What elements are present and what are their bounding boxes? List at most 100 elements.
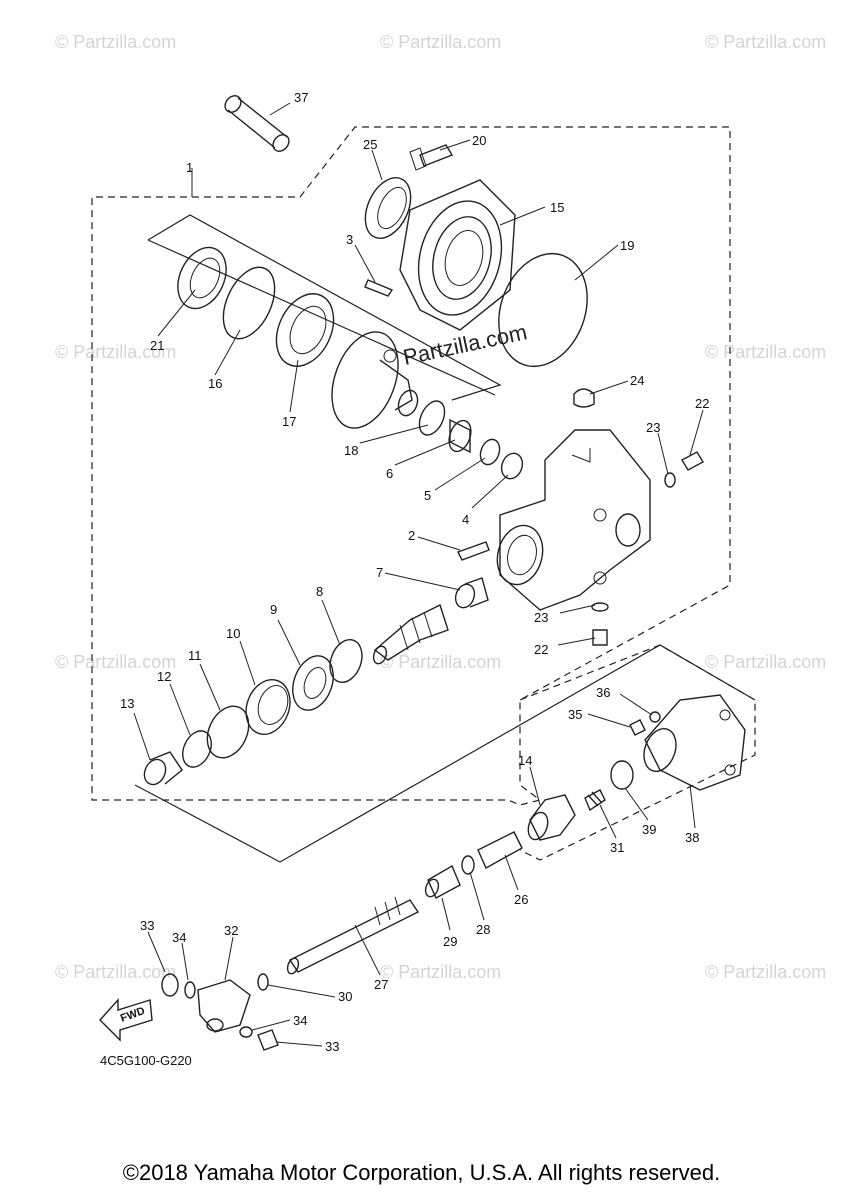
callout-15: 15	[550, 200, 564, 215]
callout-18: 18	[344, 443, 358, 458]
callout-9: 9	[270, 602, 277, 617]
part-30-clip	[257, 973, 269, 991]
callout-8: 8	[316, 584, 323, 599]
callout-39: 39	[642, 822, 656, 837]
callout-numbers: 37 20 25 15 1 3 19 21 16 17 24 22 23 18 …	[120, 90, 709, 1054]
part-11-o-ring	[206, 705, 250, 759]
watermark: © Partzilla.com	[380, 962, 501, 982]
part-14-boot	[527, 794, 576, 841]
right-subgroup-box	[519, 644, 756, 861]
watermark: © Partzilla.com	[55, 342, 176, 362]
part-21-seal	[177, 246, 227, 310]
ring-gear	[331, 331, 419, 429]
watermark: © Partzilla.com	[380, 32, 501, 52]
pinion-shaft	[372, 604, 449, 665]
watermark: © Partzilla.com	[55, 32, 176, 52]
callout-3: 3	[346, 232, 353, 247]
watermark: © Partzilla.com	[55, 962, 176, 982]
callout-20: 20	[472, 133, 486, 148]
callout-36: 36	[596, 685, 610, 700]
callout-19: 19	[620, 238, 634, 253]
part-3-bolt	[364, 279, 394, 297]
callout-24: 24	[630, 373, 644, 388]
callout-21: 21	[150, 338, 164, 353]
part-31-spring	[584, 789, 606, 812]
part-18-ring	[418, 400, 446, 436]
callout-34: 34	[172, 930, 186, 945]
part-10-nut	[245, 679, 291, 735]
callout-25: 25	[363, 137, 377, 152]
callout-2: 2	[408, 528, 415, 543]
callout-35: 35	[568, 707, 582, 722]
part-19-o-ring	[498, 252, 588, 368]
callout-14: 14	[518, 753, 532, 768]
part-9-bearing	[292, 655, 334, 711]
callout-26: 26	[514, 892, 528, 907]
callout-12: 12	[157, 669, 171, 684]
lower-subgroup-outline	[134, 644, 756, 863]
copyright-notice: ©2018 Yamaha Motor Corporation, U.S.A. A…	[122, 1160, 721, 1185]
callout-5: 5	[424, 488, 431, 503]
part-22-plug-lower	[592, 629, 608, 646]
callout-7: 7	[376, 565, 383, 580]
part-28-clip	[461, 855, 475, 875]
part-33-cap-lower	[257, 1029, 279, 1051]
part-2-stud	[457, 541, 490, 561]
watermarks: © Partzilla.com © Partzilla.com © Partzi…	[55, 32, 826, 982]
watermark: © Partzilla.com	[705, 962, 826, 982]
callout-4: 4	[462, 512, 469, 527]
callout-23-lower: 23	[534, 610, 548, 625]
callout-29: 29	[443, 934, 457, 949]
part-35-nut	[629, 719, 646, 736]
part-20-bolt	[409, 144, 454, 171]
assembly-boundary	[91, 126, 731, 806]
part-39-seal	[610, 760, 634, 790]
callout-33: 33	[140, 918, 154, 933]
callout-30: 30	[338, 989, 352, 1004]
part-8-ring	[329, 638, 363, 684]
part-5-bearing	[479, 438, 501, 466]
callout-1: 1	[186, 160, 193, 175]
part-36-washer	[649, 711, 661, 723]
callout-6: 6	[386, 466, 393, 481]
watermark: © Partzilla.com	[380, 652, 501, 672]
gear-housing	[496, 429, 651, 611]
part-34-clip-lower	[239, 1026, 253, 1038]
callout-27: 27	[374, 977, 388, 992]
leader-lines	[133, 102, 704, 1047]
part-27-drive-shaft	[286, 896, 420, 975]
part-23-washer	[664, 472, 676, 488]
part-29-coupler	[424, 864, 461, 899]
part-26-sleeve	[477, 831, 523, 869]
part-7-bearing	[454, 577, 489, 609]
part-15-cover	[399, 179, 516, 331]
watermark: © Partzilla.com	[705, 32, 826, 52]
callout-16: 16	[208, 376, 222, 391]
callout-11: 11	[188, 648, 202, 663]
callout-23: 23	[646, 420, 660, 435]
callout-31: 31	[610, 840, 624, 855]
part-34-clip	[184, 981, 196, 999]
part-25-seal	[364, 177, 412, 239]
callout-33-lower: 33	[325, 1039, 339, 1054]
part-37-pin	[224, 95, 290, 152]
part-6-bearing	[448, 418, 472, 454]
watermark: © Partzilla.com	[705, 342, 826, 362]
callout-37: 37	[294, 90, 308, 105]
watermark: © Partzilla.com	[55, 652, 176, 672]
part-4-bearing	[500, 452, 524, 480]
fwd-arrow[interactable]: FWD	[99, 998, 153, 1042]
callout-13: 13	[120, 696, 134, 711]
callout-34-lower: 34	[293, 1013, 307, 1028]
callout-22-lower: 22	[534, 642, 548, 657]
part-38-bracket	[643, 694, 746, 791]
part-17-bearing	[275, 293, 335, 367]
callout-17: 17	[282, 414, 296, 429]
part-23-washer-lower	[591, 602, 609, 612]
callout-10: 10	[226, 626, 240, 641]
callout-28: 28	[476, 922, 490, 937]
callout-38: 38	[685, 830, 699, 845]
upper-subgroup-outline	[147, 214, 502, 401]
part-24-cap	[573, 388, 595, 408]
